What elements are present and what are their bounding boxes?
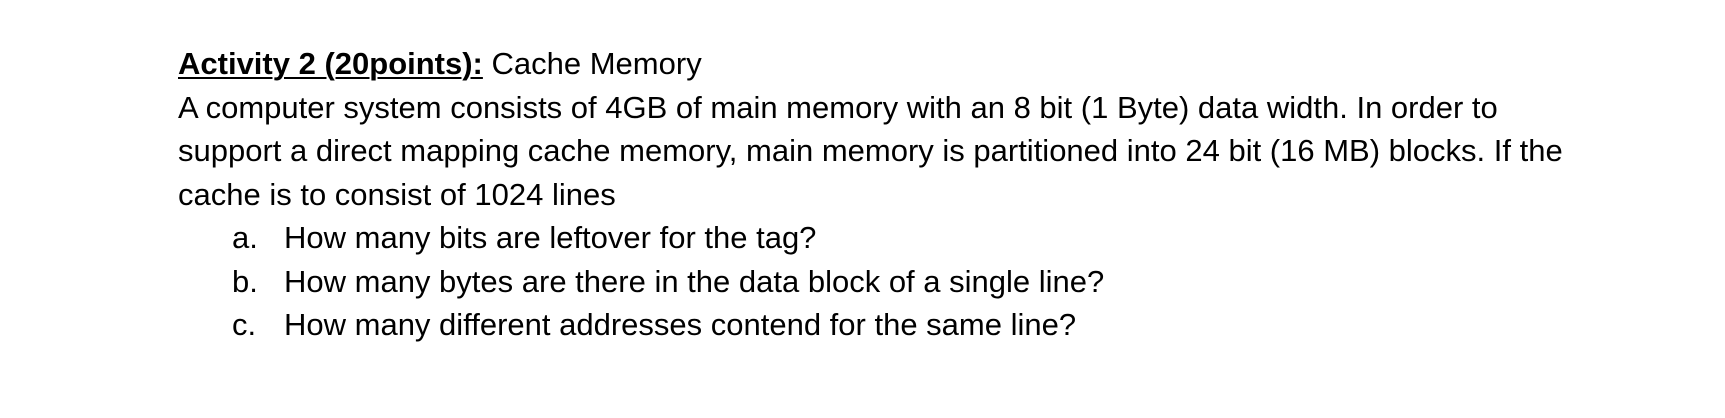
activity-title: Activity 2 (20points): Cache Memory xyxy=(178,42,1678,86)
question-a: a. How many bits are leftover for the ta… xyxy=(232,216,1678,260)
question-letter: b. xyxy=(232,263,258,299)
question-text: How many bits are leftover for the tag? xyxy=(284,220,817,255)
question-c: c. How many different addresses contend … xyxy=(232,303,1678,347)
question-text: How many different addresses contend for… xyxy=(284,307,1077,342)
activity-topic: Cache Memory xyxy=(491,46,702,81)
question-letter: a. xyxy=(232,220,258,255)
problem-statement: A computer system consists of 4GB of mai… xyxy=(178,89,1563,212)
question-letter: c. xyxy=(232,307,257,342)
document-page: Activity 2 (20points): Cache Memory A co… xyxy=(178,42,1678,347)
question-list: a. How many bits are leftover for the ta… xyxy=(178,216,1678,347)
question-b: b. How many bytes are there in the data … xyxy=(232,260,1678,304)
question-text: How many bytes are there in the data blo… xyxy=(284,263,1105,299)
activity-heading: Activity 2 (20points): xyxy=(178,46,483,81)
